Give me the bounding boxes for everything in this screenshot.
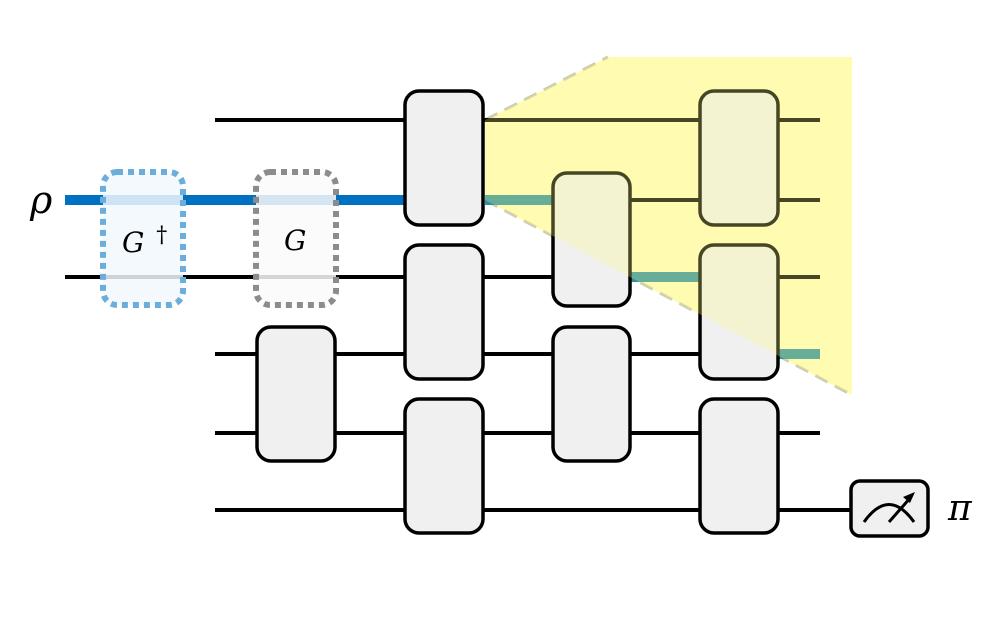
meter-arc bbox=[862, 503, 916, 523]
output-label-pi: π bbox=[947, 488, 973, 529]
gate-c1-w45 bbox=[255, 325, 337, 463]
g-dagger-box bbox=[100, 169, 186, 308]
gate-c3-w45 bbox=[551, 325, 632, 463]
gate-c4-w34 bbox=[698, 243, 780, 381]
gate-c2-w12 bbox=[403, 89, 485, 227]
gate-c4-w56 bbox=[698, 397, 780, 535]
g-label: G bbox=[284, 224, 306, 257]
g-dagger-base: G bbox=[122, 226, 144, 259]
highlight-path bbox=[485, 195, 820, 359]
meter-box bbox=[849, 479, 930, 538]
meter-needle bbox=[887, 496, 913, 523]
gate-c3-w23 bbox=[551, 171, 632, 308]
g-dagger-label: G † bbox=[122, 223, 167, 259]
zoom-edge-top bbox=[484, 55, 609, 122]
gate-c2-w56 bbox=[403, 397, 485, 535]
zoom-edge-bottom bbox=[484, 198, 853, 397]
zoom-tint-overlay bbox=[485, 57, 852, 395]
g-dagger-sup: † bbox=[156, 223, 167, 248]
g-box bbox=[253, 169, 339, 308]
input-label-rho: ρ bbox=[29, 178, 53, 222]
meter-icon bbox=[849, 479, 930, 538]
gate-c4-w12 bbox=[698, 89, 780, 227]
meter-arrowhead bbox=[903, 492, 915, 503]
gate-c2-w34 bbox=[403, 243, 485, 381]
